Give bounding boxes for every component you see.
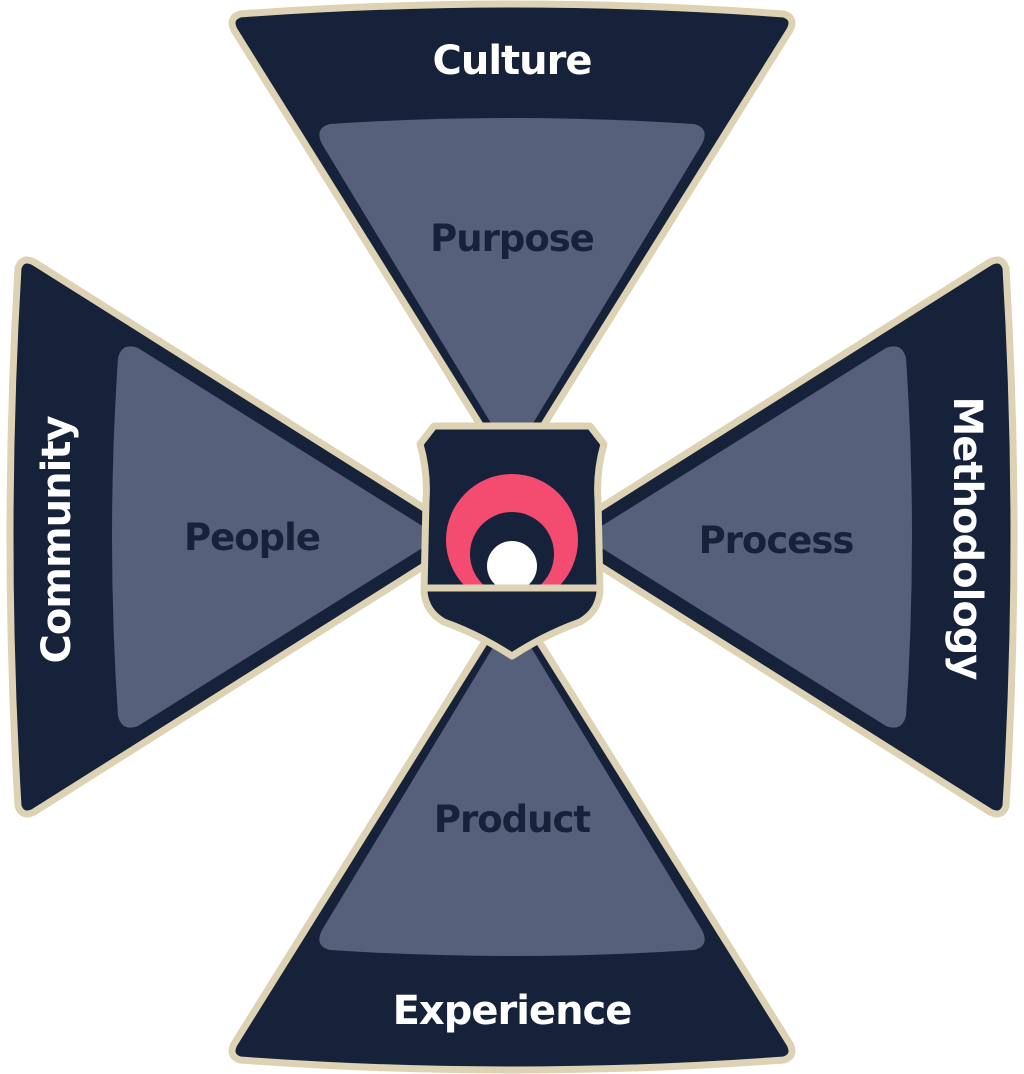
- arm-right-inner: [584, 346, 912, 728]
- arm-bottom-outer-label: Experience: [393, 988, 632, 1034]
- shield-target-icon: [446, 474, 578, 586]
- target-center-dot: [487, 541, 537, 586]
- arm-left: Community People: [6, 256, 474, 818]
- arm-right-outer-label: Methodology: [944, 396, 990, 680]
- arm-top-inner: [319, 118, 705, 458]
- arm-left-outer-label: Community: [34, 416, 80, 664]
- arm-bottom-inner-label: Product: [434, 798, 591, 841]
- arm-left-inner-label: People: [184, 516, 320, 559]
- arm-right: Methodology Process: [550, 256, 1018, 818]
- arm-bottom: Experience Product: [228, 594, 796, 1074]
- arm-top-inner-label: Purpose: [430, 217, 594, 260]
- arm-right-inner-label: Process: [699, 519, 854, 562]
- arm-top-outer-label: Culture: [433, 38, 592, 84]
- center-shield: [416, 422, 608, 660]
- arm-top: Culture Purpose: [228, 0, 796, 480]
- arm-left-inner: [112, 346, 440, 728]
- arm-bottom-inner: [319, 616, 705, 956]
